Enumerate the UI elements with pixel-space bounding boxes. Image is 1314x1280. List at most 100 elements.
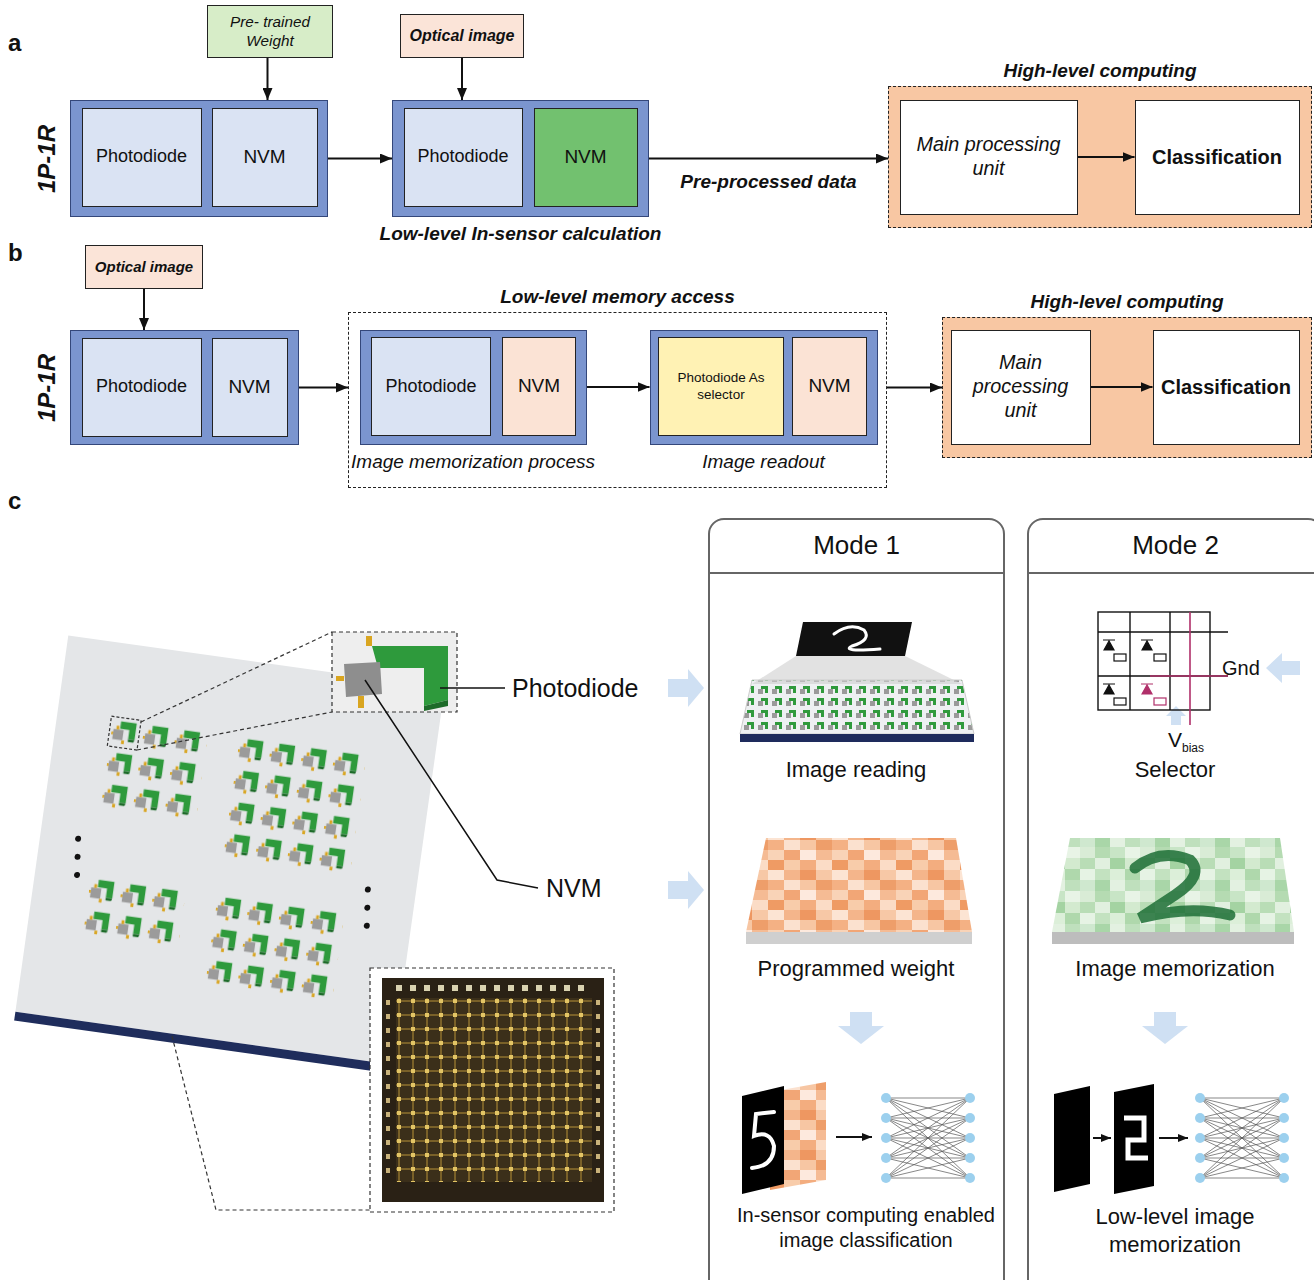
connector-arrow	[1091, 386, 1153, 388]
dashed-region: High-level computingMain processing unit…	[942, 317, 1312, 458]
box-text: Photodiode	[381, 376, 480, 398]
memorized-image	[1052, 838, 1294, 944]
connector-arrow	[649, 158, 888, 160]
pixel-inset	[358, 696, 364, 708]
image-reading-figure	[740, 734, 974, 742]
classification-figure	[742, 1082, 975, 1194]
box-text: Classification	[1159, 375, 1293, 399]
sensor-chip	[74, 853, 81, 860]
weight-map	[746, 932, 972, 944]
memorization-figure	[1195, 1093, 1289, 1183]
panel-header: Mode 2	[1029, 520, 1314, 574]
image-reading-figure	[752, 656, 962, 684]
sensor-chip	[14, 1012, 392, 1074]
process-box: NVM	[502, 337, 576, 436]
box-text: Main processing unit	[952, 351, 1090, 422]
chip-photo	[596, 1000, 600, 1180]
mode-panel: Mode 2	[1027, 518, 1314, 1280]
process-box: NVM	[212, 338, 288, 437]
figure-label: a	[8, 28, 21, 58]
classification-figure	[742, 1086, 784, 1194]
sensor-chip	[364, 886, 371, 893]
chip-photo	[172, 1036, 370, 1210]
process-box: Photodiode	[82, 108, 202, 207]
process-box: Classification	[1153, 330, 1300, 445]
box-caption: 1P-1R	[33, 353, 62, 421]
box-caption: Low-level In-sensor calculation	[380, 223, 662, 246]
connector-arrow	[328, 158, 392, 160]
selector-circuit	[1103, 684, 1115, 694]
figure-label: In-sensor computing enabled image classi…	[734, 1203, 998, 1253]
dashed-region: Low-level memory accessImage memorizatio…	[348, 312, 887, 488]
box-text: Optical image	[406, 26, 519, 45]
sensor-chip	[107, 716, 141, 750]
block-arrow	[1166, 706, 1186, 725]
sensor-chip	[204, 895, 344, 1008]
figure-label: Gnd	[1222, 656, 1260, 681]
sensor-chip	[75, 835, 82, 842]
block-arrow	[668, 669, 704, 707]
selector-circuit	[1114, 654, 1126, 661]
leader-line	[440, 687, 505, 689]
block-arrow	[1266, 653, 1300, 683]
process-box: Photodiode	[371, 337, 491, 436]
memorization-figure	[1093, 1137, 1111, 1139]
process-box: Optical image	[85, 245, 203, 289]
pixel-frame: Image memorization processPhotodiodeNVM	[360, 330, 587, 445]
process-box: Main processing unit	[900, 100, 1078, 215]
connector-arrow	[1078, 156, 1135, 158]
box-text: Photodiode	[92, 376, 191, 398]
box-text: NVM	[239, 146, 289, 169]
selector-circuit	[1141, 684, 1153, 694]
pixel-inset	[344, 662, 382, 697]
figure-label: NVM	[546, 873, 602, 904]
connector-arrow	[267, 58, 269, 100]
pixel-inset	[137, 632, 457, 750]
memorized-image	[1052, 838, 1294, 932]
classification-figure	[752, 1112, 774, 1168]
box-caption: 1P-1R	[33, 124, 62, 192]
classification-figure	[881, 1093, 975, 1183]
selector-circuit	[1114, 698, 1126, 705]
pixel-inset	[424, 700, 448, 711]
selector-circuit	[1098, 612, 1210, 710]
box-text: Main processing unit	[901, 133, 1077, 181]
connector-arrow	[143, 289, 145, 330]
figure-label: Image memorization	[1075, 955, 1274, 983]
box-text: Photodiode As selector	[659, 370, 783, 402]
mode-panel: Mode 1	[708, 518, 1005, 1280]
box-caption: Image readout	[702, 451, 825, 474]
selector-circuit	[1154, 654, 1166, 661]
process-box: Photodiode	[404, 108, 523, 207]
dashed-region: High-level computingMain processing unit…	[888, 86, 1312, 228]
block-arrow	[838, 1012, 884, 1044]
figure-label: V	[1168, 727, 1182, 753]
process-box: Optical image	[400, 14, 524, 58]
box-caption: Low-level memory access	[500, 286, 734, 309]
process-box: Pre- trained Weight	[207, 5, 333, 58]
selector-circuit	[1150, 612, 1228, 725]
pixel-inset	[332, 632, 457, 712]
image-reading-figure	[740, 622, 974, 742]
weight-map	[746, 838, 972, 932]
selector-circuit	[1141, 640, 1153, 650]
figure-label: Low-level image memorization	[1055, 1203, 1295, 1258]
sensor-chip	[100, 718, 208, 826]
memorization-figure	[1054, 1086, 1090, 1192]
box-text: Classification	[1148, 145, 1286, 169]
pixel-inset	[336, 676, 344, 681]
figure-label: Image reading	[786, 756, 927, 784]
leader-line	[365, 680, 538, 888]
process-box: NVM	[534, 108, 638, 207]
selector-circuit	[1098, 612, 1228, 725]
sensor-chip	[363, 922, 370, 929]
box-text: NVM	[514, 375, 564, 398]
memorization-figure	[1054, 1084, 1289, 1194]
pixel-inset	[372, 646, 448, 706]
chip-photo	[396, 985, 592, 991]
block-arrow	[668, 653, 1300, 1044]
memorized-image	[1135, 856, 1230, 919]
memorized-image	[1052, 932, 1294, 944]
panel-header: Mode 1	[710, 520, 1003, 574]
selector-circuit	[1154, 698, 1166, 705]
